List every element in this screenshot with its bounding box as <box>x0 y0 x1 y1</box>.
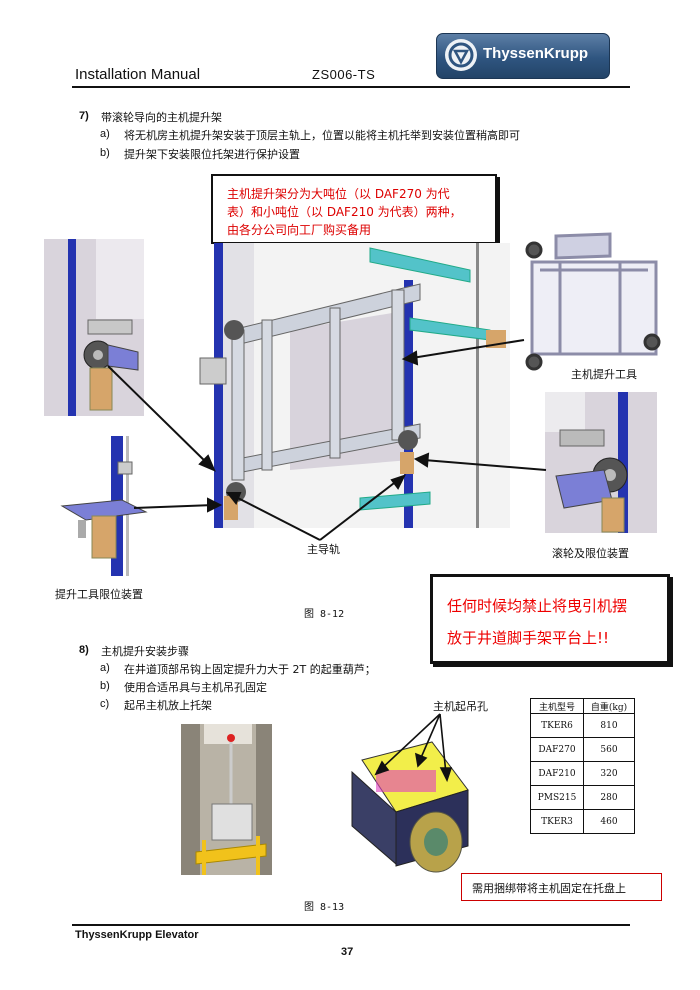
header-weight: 自重(kg) <box>583 698 635 714</box>
header-model: 主机型号 <box>530 698 584 714</box>
left-detail-render <box>44 239 144 416</box>
footer-divider <box>72 924 630 926</box>
step-7a-text: 将无机房主机提升架安装于顶层主轨上，位置以能将主机托举到安装位置稍高即可 <box>124 129 520 142</box>
cell-model: DAF270 <box>530 737 584 762</box>
machine-weight-table: 主机型号 自重(kg) TKER6 810 DAF270 560 DAF210 … <box>530 698 635 834</box>
cell-model: TKER6 <box>530 713 584 738</box>
figure-8-12-caption: 图 8-12 <box>304 609 345 620</box>
cell-weight: 320 <box>583 761 635 786</box>
notice-line-3: 由各分公司向工厂购买备用 <box>227 223 372 237</box>
step-8c-label: c) <box>100 698 110 710</box>
traction-machine-render <box>351 741 469 873</box>
cell-model: DAF210 <box>530 761 584 786</box>
cell-weight: 560 <box>583 737 635 762</box>
step-7a-label: a) <box>100 128 110 140</box>
hoist-hole-arrows <box>374 713 453 783</box>
step-8c-text: 起吊主机放上托架 <box>124 699 212 712</box>
cell-model: TKER3 <box>530 809 584 834</box>
cell-weight: 460 <box>583 809 635 834</box>
notice-line-2: 表）和小吨位（以 DAF210 为代表）两种， <box>227 205 462 219</box>
doc-code: ZS006-TS <box>312 67 376 82</box>
label-hoist-hole: 主机起吊孔 <box>433 700 488 713</box>
notice-line-1: 主机提升架分为大吨位（以 DAF270 为代 <box>227 187 450 201</box>
callout-arrows <box>107 339 547 541</box>
step-8b-label: b) <box>100 680 110 692</box>
hoisting-photo <box>181 724 272 875</box>
page-number: 37 <box>341 946 354 958</box>
logo-text: ThyssenKrupp <box>483 45 589 62</box>
step-7b-label: b) <box>100 147 110 159</box>
header-divider <box>72 86 630 88</box>
label-tool-limit: 提升工具限位装置 <box>55 588 143 601</box>
table-row: PMS215 280 <box>530 785 635 810</box>
warning-box: 任何时候均禁止将曳引机摆 放于井道脚手架平台上!! <box>430 574 670 664</box>
step-8-number: 8) <box>79 644 89 656</box>
step-7-number: 7) <box>79 110 89 122</box>
tonnage-notice-box: 主机提升架分为大吨位（以 DAF270 为代 表）和小吨位（以 DAF210 为… <box>211 174 497 244</box>
logo-emblem-icon <box>445 39 477 71</box>
strap-note-box: 需用捆绑带将主机固定在托盘上 <box>461 873 662 901</box>
step-8a-text: 在井道顶部吊钩上固定提升力大于 2T 的起重葫芦； <box>124 663 376 676</box>
lift-tool-render <box>525 232 661 371</box>
step-7b-text: 提升架下安装限位托架进行保护设置 <box>124 148 300 161</box>
table-row: TKER3 460 <box>530 809 635 834</box>
label-roller-limit: 滚轮及限位装置 <box>552 547 629 560</box>
step-8-title: 主机提升安装步骤 <box>101 645 189 658</box>
step-8b-text: 使用合适吊具与主机吊孔固定 <box>124 681 267 694</box>
step-7-title: 带滚轮导向的主机提升架 <box>101 111 222 124</box>
step-8a-label: a) <box>100 662 110 674</box>
cell-weight: 810 <box>583 713 635 738</box>
table-row: DAF210 320 <box>530 761 635 786</box>
footer-company: ThyssenKrupp Elevator <box>75 929 199 941</box>
table-row: TKER6 810 <box>530 713 635 738</box>
label-lift-tool: 主机提升工具 <box>571 368 637 381</box>
right-detail-render <box>545 392 657 533</box>
brand-logo: ThyssenKrupp <box>436 33 610 79</box>
strap-note-text: 需用捆绑带将主机固定在托盘上 <box>472 882 626 895</box>
label-main-rail: 主导轨 <box>307 543 340 556</box>
figure-8-13-caption: 图 8-13 <box>304 902 345 913</box>
warning-line-2: 放于井道脚手架平台上!! <box>447 629 610 647</box>
warning-line-1: 任何时候均禁止将曳引机摆 <box>447 597 628 615</box>
cell-model: PMS215 <box>530 785 584 810</box>
manual-title: Installation Manual <box>75 66 201 83</box>
cell-weight: 280 <box>583 785 635 810</box>
central-frame-render <box>199 243 510 528</box>
table-header-row: 主机型号 自重(kg) <box>530 698 635 714</box>
lower-left-detail-render <box>60 436 148 576</box>
table-row: DAF270 560 <box>530 737 635 762</box>
